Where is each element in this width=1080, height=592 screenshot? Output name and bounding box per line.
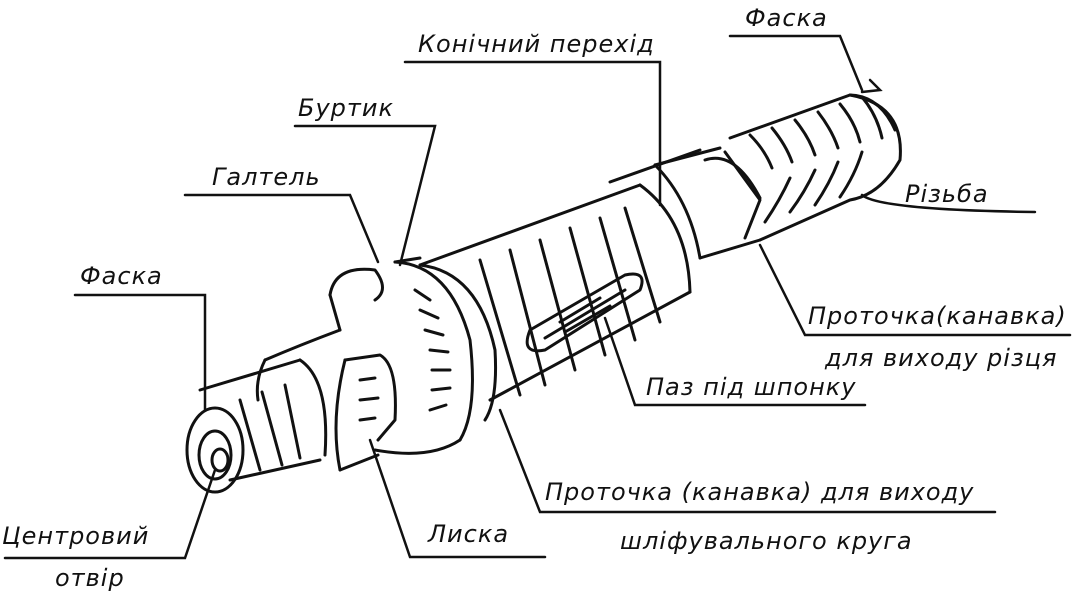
thread-section [703, 93, 902, 242]
leader-lyska [368, 438, 547, 559]
leader-galtel [183, 193, 380, 264]
label-faska-left: Фаска [80, 262, 163, 290]
label-protochka-rizets-line2: для виходу різця [825, 344, 1058, 372]
collar-shoulder [328, 256, 498, 455]
label-faska-top: Фаска [745, 4, 828, 32]
leader-rizba [860, 193, 1037, 214]
label-galtel: Галтель [212, 163, 321, 191]
keyway-slot [525, 272, 644, 353]
middle-step [255, 293, 397, 472]
label-protochka-rizets-line1: Проточка(канавка) [808, 302, 1067, 330]
label-protochka-shlif-line1: Проточка (канавка) для виходу [545, 478, 975, 506]
leader-lines [3, 34, 1072, 560]
leader-faska-top [728, 34, 864, 92]
label-konichnyi-perekhid: Конічний перехід [418, 30, 655, 58]
label-tsentrovyi-line2: отвір [55, 564, 125, 592]
leader-protochka-shlif [498, 408, 997, 514]
leader-tsentrovyi [3, 468, 217, 560]
leader-paz [603, 316, 867, 407]
main-cylinder [418, 146, 762, 402]
label-lyska: Лиска [428, 520, 510, 548]
label-protochka-shlif-line2: шліфувального круга [620, 527, 913, 555]
label-tsentrovyi-line1: Центровий [2, 522, 150, 550]
label-burtyk: Буртик [298, 94, 394, 122]
label-rizba: Різьба [905, 180, 989, 208]
leader-konichnyi [403, 60, 662, 207]
leader-faska-left [73, 293, 207, 412]
leader-protochka-rizets [758, 243, 1072, 337]
small-end [185, 358, 328, 494]
label-paz-pid-shponku: Паз під шпонку [646, 373, 857, 401]
leader-burtyk [293, 124, 437, 267]
